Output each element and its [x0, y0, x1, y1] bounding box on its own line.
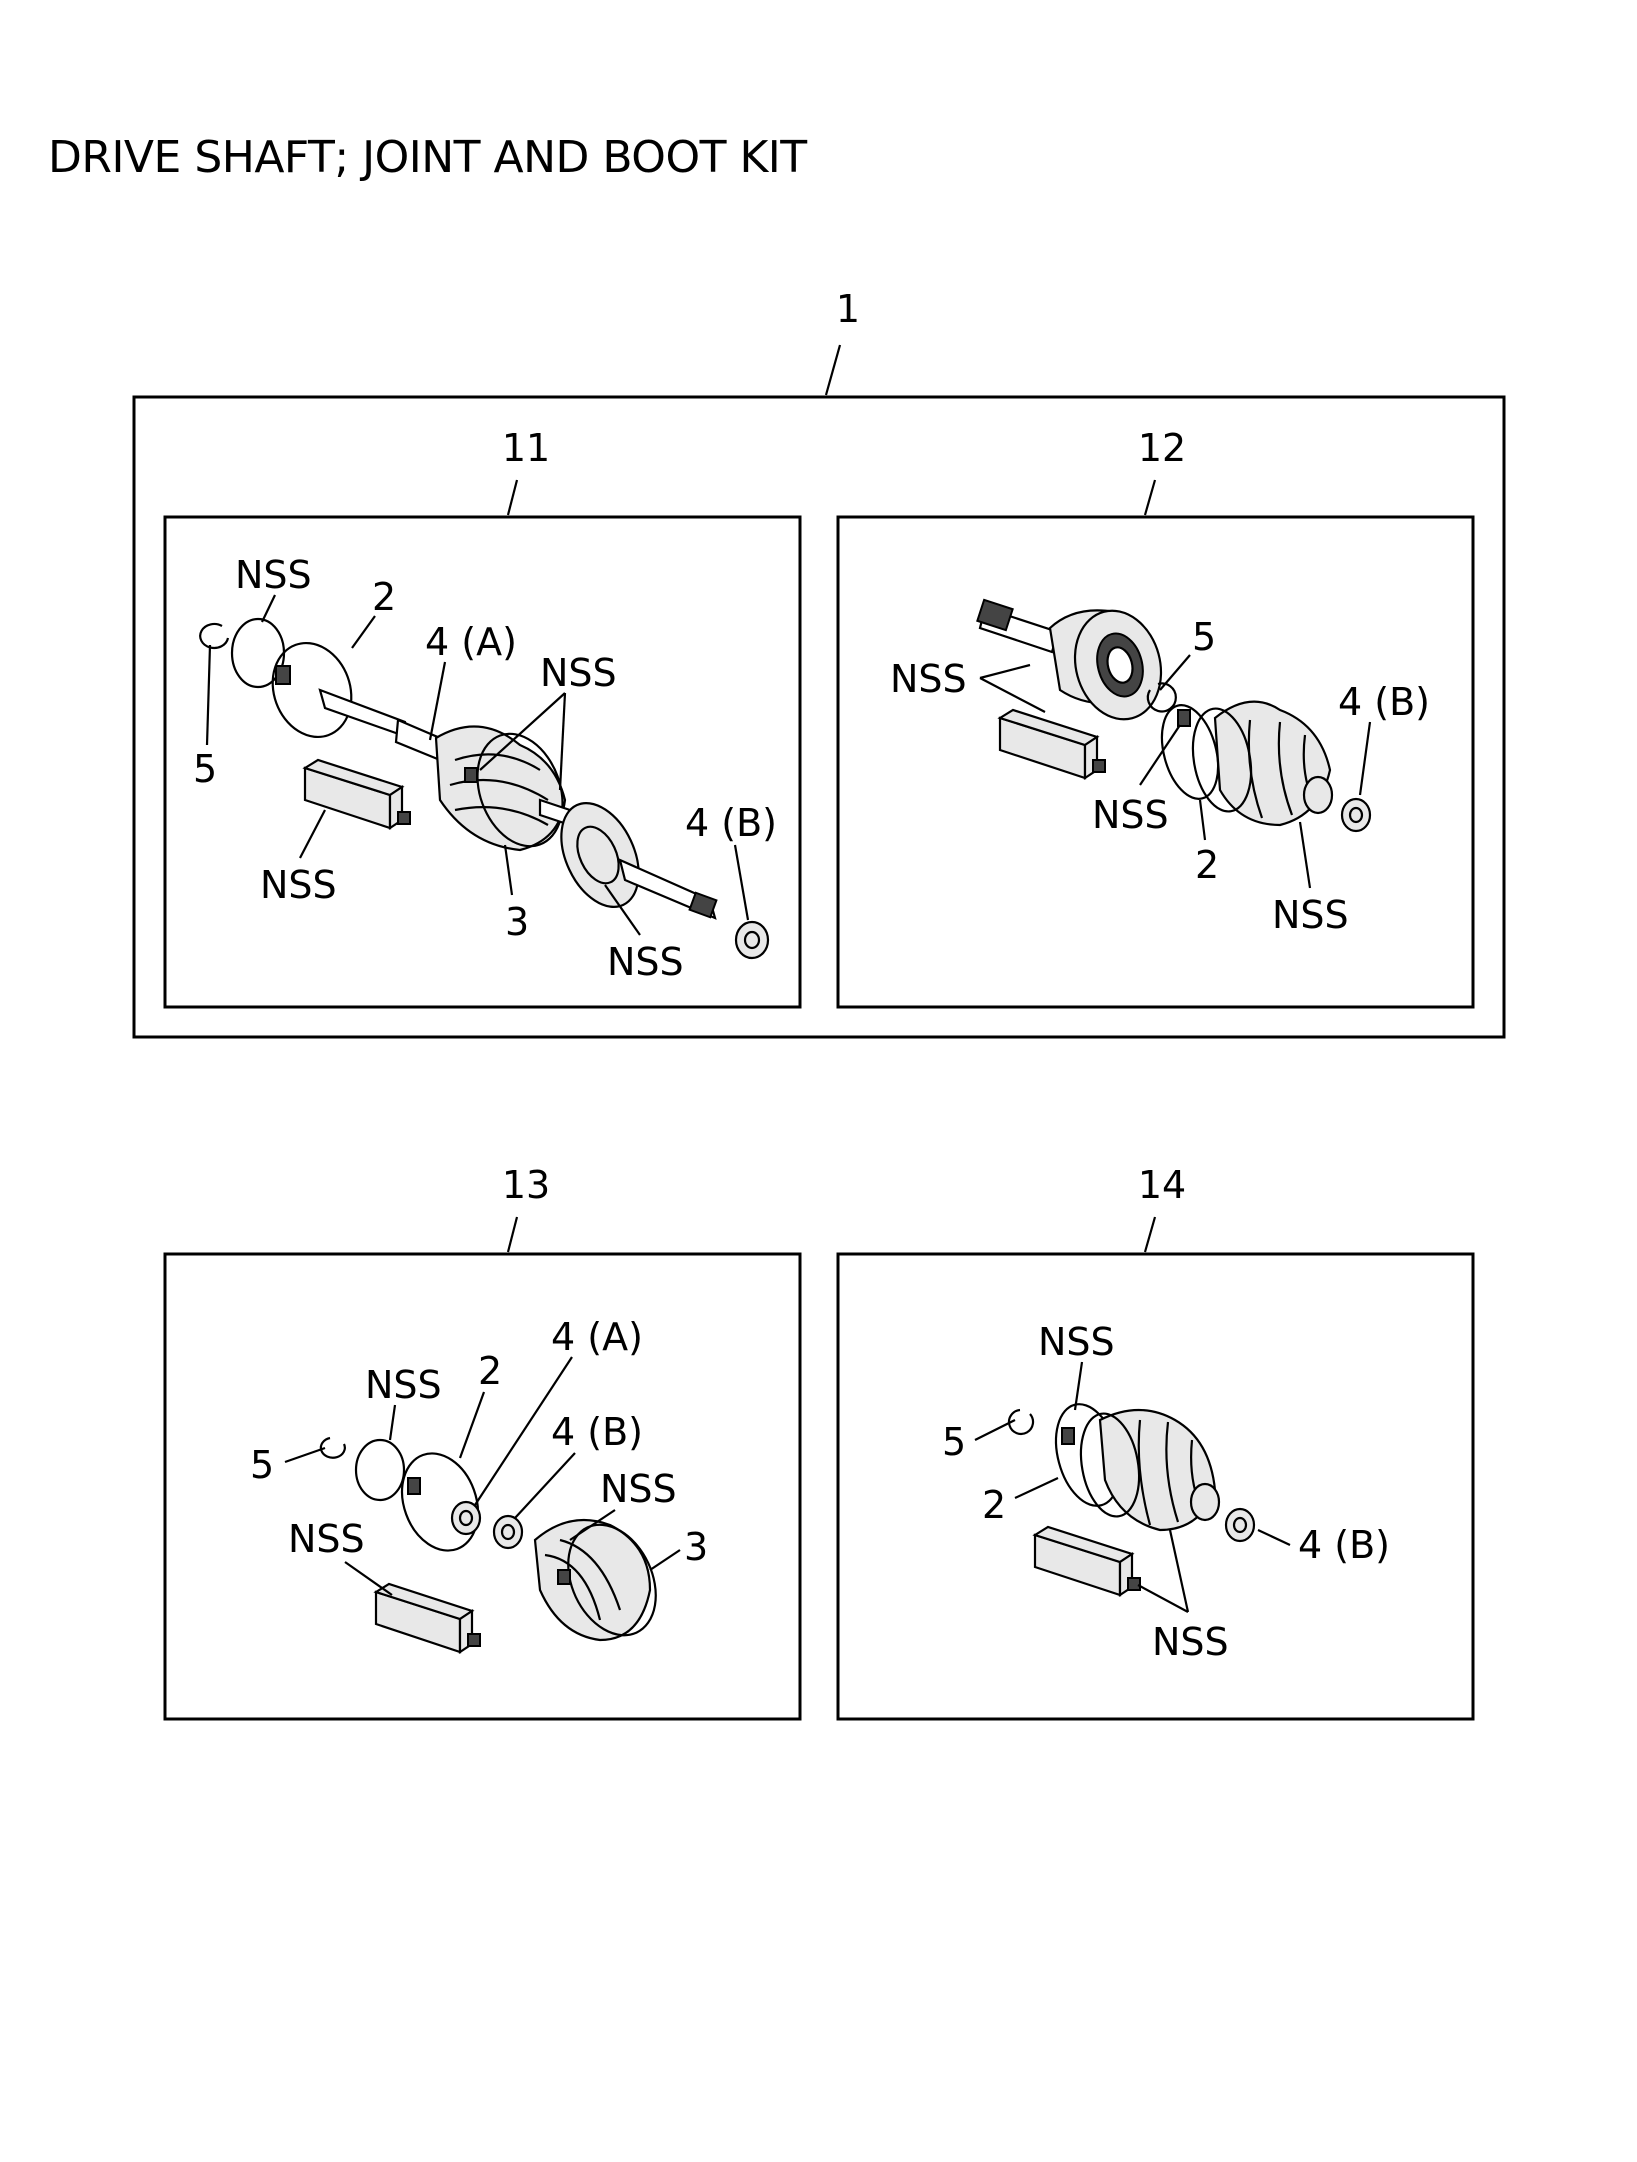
clamp-buckle [275, 665, 291, 685]
panel-leader [506, 479, 519, 516]
label-5: 5 [1192, 615, 1216, 659]
label-nss: NSS [607, 940, 684, 984]
label-3: 3 [684, 1525, 708, 1569]
wire-ring [354, 1438, 406, 1502]
outer-boot-kit-drawing [319, 1436, 657, 1655]
nut [1224, 1507, 1256, 1543]
label-nss: NSS [890, 657, 967, 701]
nut-a [450, 1500, 482, 1536]
label-nss: NSS [600, 1467, 677, 1511]
page-title: DRIVE SHAFT; JOINT AND BOOT KIT [48, 132, 807, 183]
boot-neck [1302, 775, 1334, 815]
label-2: 2 [1195, 843, 1219, 887]
label-nss: NSS [288, 1517, 365, 1561]
panel-ref: 11 [502, 426, 550, 470]
label-nss: NSS [1272, 893, 1349, 937]
drive-shaft-drawing [199, 617, 770, 960]
label-nss: NSS [235, 553, 312, 597]
nut-hole [743, 930, 761, 950]
snap-ring [199, 622, 230, 650]
nut-hole [1348, 806, 1364, 824]
label-nss: NSS [260, 863, 337, 907]
assembly-frame [132, 395, 1506, 1039]
nut [734, 920, 770, 960]
panel-ref: 14 [1138, 1163, 1186, 1207]
panel-14: 14 [836, 1163, 1475, 1721]
label-4b: 4 (B) [1338, 680, 1430, 724]
label-nss: NSS [365, 1363, 442, 1407]
label-nss: NSS [1038, 1320, 1115, 1364]
band-buckle [464, 767, 478, 783]
label-4b: 4 (B) [1298, 1523, 1390, 1567]
label-nss: NSS [1092, 793, 1169, 837]
label-4b: 4 (B) [685, 801, 777, 845]
nut [1340, 797, 1372, 833]
nut-hole [1232, 1516, 1248, 1534]
grease-cap [397, 811, 411, 825]
outer-joint-face [576, 825, 620, 885]
panel-frame [836, 515, 1475, 1009]
label-2: 2 [372, 575, 396, 619]
panel-ref: 12 [1138, 426, 1186, 470]
boot-ribs [449, 753, 549, 826]
band-clamp [271, 641, 353, 739]
label-nss: NSS [540, 651, 617, 695]
label-5: 5 [942, 1420, 966, 1464]
grease-cap [1127, 1577, 1141, 1591]
boot-rim [1079, 1412, 1141, 1518]
label-4a: 4 (A) [551, 1315, 643, 1359]
panel-leader [1143, 479, 1157, 516]
assembly-1: 1 [132, 287, 1506, 1039]
panel-leader [506, 1216, 519, 1253]
panel-ref: 13 [502, 1163, 550, 1207]
band-buckle [557, 1569, 571, 1585]
panel-frame [836, 1252, 1475, 1721]
clamp-buckle [1177, 709, 1191, 727]
boot-neck [1189, 1482, 1221, 1522]
boot-ribs [544, 1538, 622, 1621]
band-clamp [400, 1452, 480, 1552]
panel-leader [1143, 1216, 1157, 1253]
label-2: 2 [478, 1349, 502, 1393]
clamp-buckle [1061, 1427, 1075, 1445]
nut-b [492, 1514, 524, 1550]
assembly-ref: 1 [836, 287, 860, 331]
spline [976, 598, 1014, 632]
joint-bore [1106, 646, 1134, 684]
panel-11: 11 [163, 426, 802, 1009]
grease-cap [1092, 759, 1106, 773]
inner-boot-kit-drawing [1007, 1403, 1256, 1598]
panel-12: 12 [836, 426, 1475, 1009]
label-5: 5 [250, 1443, 274, 1487]
inner-joint-drawing [976, 598, 1372, 833]
stub-thread [688, 891, 718, 919]
grease-cap [467, 1633, 481, 1647]
label-5: 5 [193, 747, 217, 791]
label-2: 2 [982, 1483, 1006, 1527]
label-3: 3 [505, 900, 529, 944]
panel-13: 13 [163, 1163, 802, 1721]
assembly-leader [824, 344, 842, 396]
label-4b: 4 (B) [551, 1410, 643, 1454]
panel-frame [163, 1252, 802, 1721]
band-clamp [1160, 704, 1220, 800]
boot [533, 1518, 652, 1642]
panel-frame [163, 515, 802, 1009]
label-nss: NSS [1152, 1620, 1229, 1664]
snap-ring [319, 1436, 346, 1459]
boot-band [476, 732, 564, 848]
label-4a: 4 (A) [425, 620, 517, 664]
snap-ring [1007, 1408, 1035, 1436]
clamp-buckle [407, 1477, 421, 1495]
outer-joint [560, 802, 640, 908]
